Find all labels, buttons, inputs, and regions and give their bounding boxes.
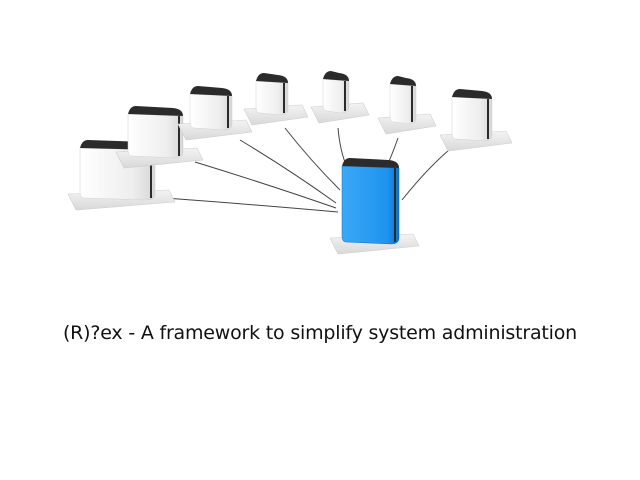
server-body <box>127 113 184 159</box>
server-cap <box>342 158 399 168</box>
network-illustration <box>67 71 513 255</box>
server-node <box>243 73 309 126</box>
server-cap <box>256 73 288 83</box>
cable-7 <box>401 144 456 201</box>
cables <box>164 127 456 213</box>
server-cap <box>190 86 232 96</box>
server-cap <box>390 76 416 86</box>
server-node <box>115 106 204 169</box>
cable-4 <box>284 127 341 191</box>
cable-2 <box>194 161 337 209</box>
server-body <box>322 78 350 114</box>
server-cap <box>128 106 183 116</box>
server-body <box>389 83 417 125</box>
cable-3 <box>239 139 337 204</box>
server-nodes <box>67 71 513 211</box>
cable-1 <box>164 197 339 213</box>
server-node <box>377 76 437 135</box>
server-cap <box>452 89 492 99</box>
server-node <box>310 71 370 124</box>
server-node <box>439 89 513 152</box>
server-body <box>189 93 233 131</box>
central-server <box>329 158 420 255</box>
server-cap <box>323 71 349 81</box>
server-body <box>341 165 400 245</box>
server-body <box>451 96 493 142</box>
server-body <box>255 80 289 116</box>
slide-caption: (R)?ex - A framework to simplify system … <box>62 322 578 344</box>
server-node <box>177 86 253 141</box>
cable-5 <box>337 127 347 166</box>
hub-server <box>329 158 420 255</box>
